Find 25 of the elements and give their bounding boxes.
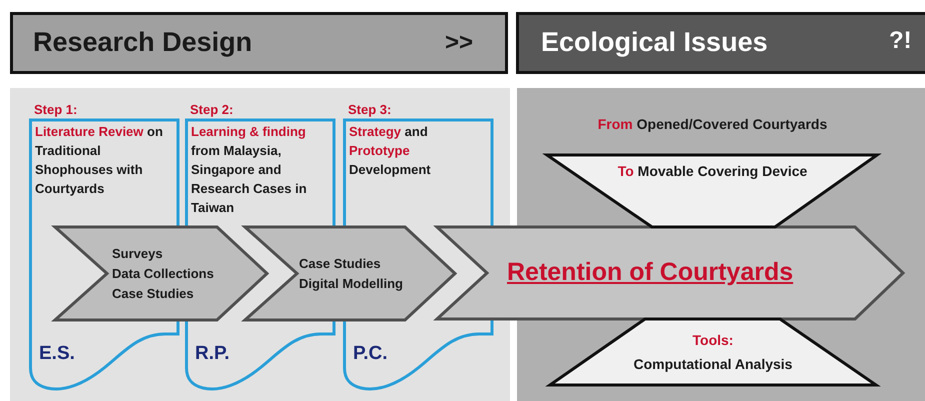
tools-label: Tools: — [692, 332, 734, 348]
step-activity: Data Collections — [112, 264, 214, 282]
step-activity: Surveys — [112, 244, 163, 263]
step-abbreviation: E.S. — [39, 343, 75, 365]
header-symbol: >> — [445, 29, 474, 57]
tools-text: Computational Analysis — [632, 356, 794, 372]
step-description: Literature Review on Traditional Shophouses with Courtyards — [35, 123, 164, 198]
step-abbreviation: P.C. — [353, 343, 388, 365]
header-title: Research Design — [33, 27, 252, 58]
section-header — [516, 12, 925, 74]
step-abbreviation: R.P. — [195, 343, 230, 365]
step-description: Strategy and Prototype Development — [349, 123, 432, 179]
header-symbol: ?! — [889, 27, 912, 55]
header-title: Ecological Issues — [541, 27, 768, 58]
main-goal-title: Retention of Courtyards — [507, 258, 794, 287]
transition-text: To Movable Covering Device — [616, 163, 808, 179]
step-activity: Case Studies — [112, 284, 194, 302]
step-label: Step 2: — [190, 102, 234, 117]
transition-text: From Opened/Covered Courtyards — [596, 116, 828, 132]
step-activity: Case Studies — [299, 254, 381, 272]
step-description: Learning & finding from Malaysia, Singapore and Research Cases in Taiwan — [191, 123, 308, 217]
step-label: Step 3: — [348, 102, 392, 117]
step-activity: Digital Modelling — [299, 274, 403, 293]
section-header — [10, 12, 508, 74]
step-label: Step 1: — [34, 102, 78, 117]
